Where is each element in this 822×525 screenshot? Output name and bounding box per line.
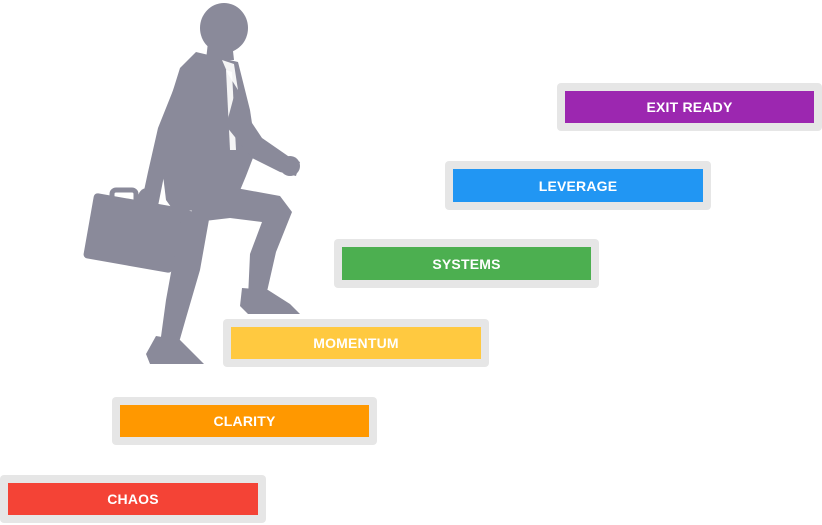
step-systems: SYSTEMS: [334, 239, 599, 288]
step-systems-bar: SYSTEMS: [342, 247, 591, 280]
step-clarity-bar: CLARITY: [120, 405, 369, 437]
step-exit-ready-bar: EXIT READY: [565, 91, 814, 123]
step-momentum-label: MOMENTUM: [313, 335, 399, 351]
step-clarity-label: CLARITY: [213, 413, 276, 429]
step-exit-ready-label: EXIT READY: [646, 99, 733, 115]
step-leverage-label: LEVERAGE: [538, 177, 618, 194]
step-systems-label: SYSTEMS: [432, 255, 501, 272]
step-clarity: CLARITY: [112, 397, 377, 445]
step-chaos-bar: CHAOS: [8, 483, 258, 515]
step-momentum: MOMENTUM: [223, 319, 489, 367]
step-chaos: CHAOS: [0, 475, 266, 523]
step-leverage: LEVERAGE: [445, 161, 711, 210]
briefcase-icon: [83, 187, 183, 273]
step-chaos-label: CHAOS: [107, 491, 159, 507]
step-exit-ready: EXIT READY: [557, 83, 822, 131]
step-leverage-bar: LEVERAGE: [453, 169, 703, 202]
step-momentum-bar: MOMENTUM: [231, 327, 481, 359]
